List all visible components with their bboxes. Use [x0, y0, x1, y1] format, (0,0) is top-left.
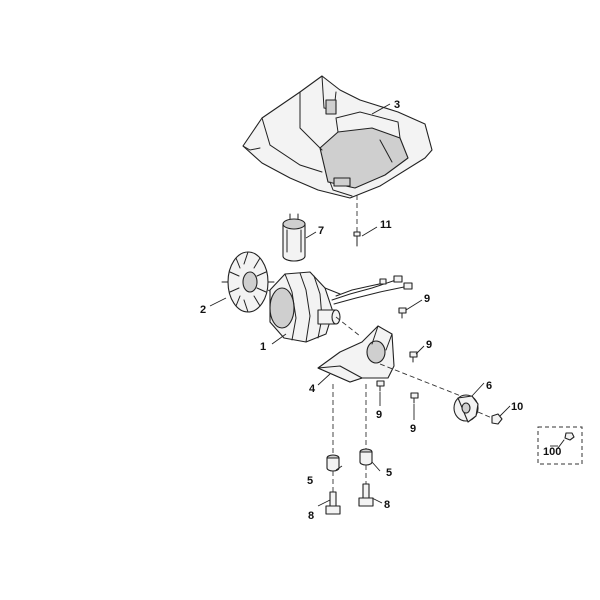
callout-5-right: 5	[386, 467, 392, 479]
callout-100: 100	[543, 446, 561, 458]
part-8-bolt-right	[358, 483, 374, 507]
part-2-fan	[221, 251, 286, 313]
part-9-screw-d	[410, 392, 419, 404]
callout-6: 6	[486, 380, 492, 392]
kit-100-box	[537, 426, 583, 465]
callout-8-left: 8	[308, 510, 314, 522]
part-11-screw	[353, 195, 361, 247]
part-4-bracket	[317, 325, 395, 383]
part-9-screw-a	[398, 307, 407, 319]
part-5-spacer-right	[359, 448, 373, 466]
callout-2: 2	[200, 304, 206, 316]
part-8-bolt-left	[325, 491, 341, 515]
part-1-motor	[269, 271, 361, 343]
part-5-spacer-left	[326, 454, 340, 472]
part-7-capacitor	[282, 213, 306, 262]
callout-9-c: 9	[376, 409, 382, 421]
callout-10: 10	[511, 401, 523, 413]
callout-3: 3	[394, 99, 400, 111]
callout-9-d: 9	[410, 423, 416, 435]
part-9-screw-c	[376, 380, 385, 392]
leader-lines	[209, 103, 558, 507]
callout-11: 11	[380, 219, 392, 231]
wiring-harness	[331, 275, 413, 305]
part-3-housing-cover	[242, 75, 433, 199]
callout-5-left: 5	[307, 475, 313, 487]
callout-1: 1	[260, 341, 266, 353]
callout-9-b: 9	[426, 339, 432, 351]
callout-4: 4	[309, 383, 316, 395]
part-10-nut	[477, 411, 503, 425]
callout-8-right: 8	[384, 499, 390, 511]
part-9-screw-b	[409, 351, 418, 363]
callout-9-a: 9	[424, 293, 430, 305]
part-6-hub	[453, 394, 479, 423]
callout-7: 7	[318, 225, 324, 237]
